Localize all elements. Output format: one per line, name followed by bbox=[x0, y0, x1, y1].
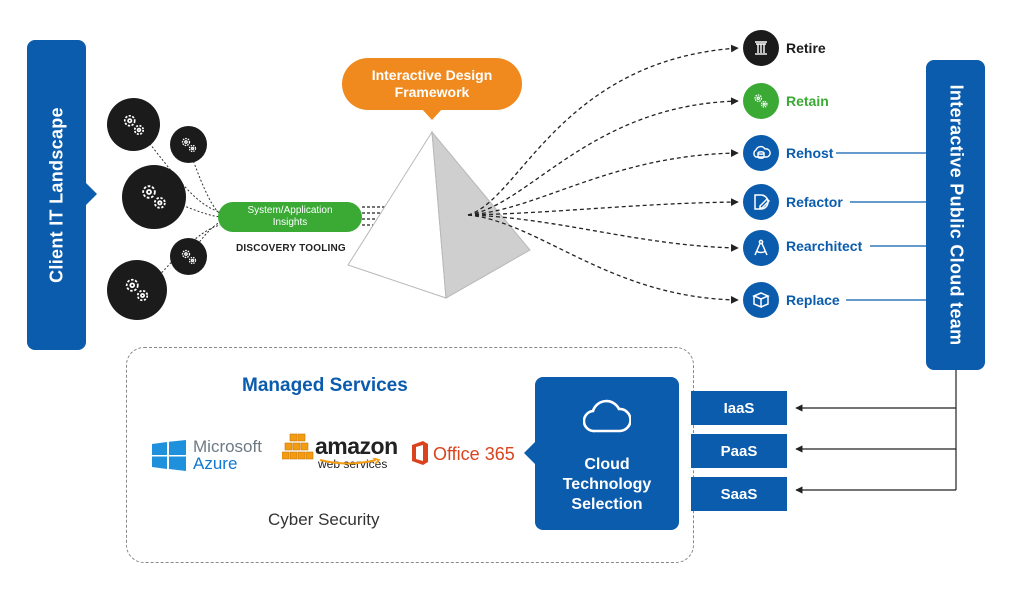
cloud-technology-selection-box: Cloud Technology Selection bbox=[535, 377, 679, 530]
cloud-selection-line1: Cloud bbox=[584, 456, 630, 473]
design-framework-pointer bbox=[421, 108, 443, 120]
design-framework-bubble: Interactive Design Framework bbox=[342, 58, 522, 110]
insights-line2: Insights bbox=[272, 217, 308, 228]
windows-logo-icon bbox=[152, 440, 186, 471]
box-icon bbox=[743, 282, 779, 318]
cloud-team-label: Interactive Public Cloud team bbox=[946, 84, 966, 346]
pillar-icon bbox=[743, 30, 779, 66]
cloud-selection-notch bbox=[524, 442, 535, 464]
compass-icon bbox=[743, 230, 779, 266]
cyber-security-label: Cyber Security bbox=[268, 510, 380, 529]
client-bar-notch bbox=[86, 183, 97, 205]
strategy-refactor-label: Refactor bbox=[786, 194, 843, 210]
saas-box: SaaS bbox=[691, 477, 787, 511]
cloud-icon bbox=[583, 399, 631, 433]
iaas-box: IaaS bbox=[691, 391, 787, 425]
strategy-team-lines bbox=[836, 152, 926, 301]
gears-icon bbox=[743, 83, 779, 119]
pyramid-shape bbox=[347, 130, 531, 299]
cloud-selection-line2: Technology bbox=[562, 476, 652, 493]
cloud-database-icon bbox=[743, 135, 779, 171]
strategy-replace-label: Replace bbox=[786, 292, 840, 308]
office-365-logo: Office 365 bbox=[433, 444, 515, 464]
gears-icon bbox=[107, 98, 160, 151]
azure-word: Azure bbox=[193, 454, 238, 473]
microsoft-word: Microsoft bbox=[193, 437, 262, 456]
system-insights-pill: System/Application Insights bbox=[218, 202, 362, 232]
cloud-team-bar: Interactive Public Cloud team bbox=[926, 60, 985, 370]
gears-icon bbox=[122, 165, 186, 229]
gears-icon bbox=[170, 238, 207, 275]
managed-services-title: Managed Services bbox=[242, 375, 408, 396]
client-landscape-bar: Client IT Landscape bbox=[27, 40, 86, 350]
microsoft-azure-logo: Microsoft Azure bbox=[193, 438, 262, 472]
insights-line1: System/Application bbox=[247, 205, 333, 216]
client-landscape-label: Client IT Landscape bbox=[46, 107, 66, 283]
framework-line1: Interactive Design bbox=[371, 67, 493, 83]
amazon-word: amazon bbox=[315, 433, 398, 459]
gears-icon bbox=[170, 126, 207, 163]
aws-cubes-icon bbox=[282, 433, 314, 460]
paas-box: PaaS bbox=[691, 434, 787, 468]
cloud-selection-line3: Selection bbox=[571, 496, 643, 513]
gears-icon bbox=[107, 260, 167, 320]
framework-line2: Framework bbox=[394, 84, 470, 100]
document-edit-icon bbox=[743, 184, 779, 220]
strategy-arrows bbox=[467, 44, 739, 304]
strategy-retire-label: Retire bbox=[786, 40, 826, 56]
office-logo-icon bbox=[412, 441, 428, 465]
strategy-retain-label: Retain bbox=[786, 93, 829, 109]
service-bracket bbox=[795, 370, 957, 494]
strategy-rehost-label: Rehost bbox=[786, 145, 834, 161]
discovery-tooling-label: DISCOVERY TOOLING bbox=[236, 243, 346, 254]
amazon-smile-icon bbox=[319, 458, 381, 465]
strategy-rearchitect-label: Rearchitect bbox=[786, 238, 863, 254]
